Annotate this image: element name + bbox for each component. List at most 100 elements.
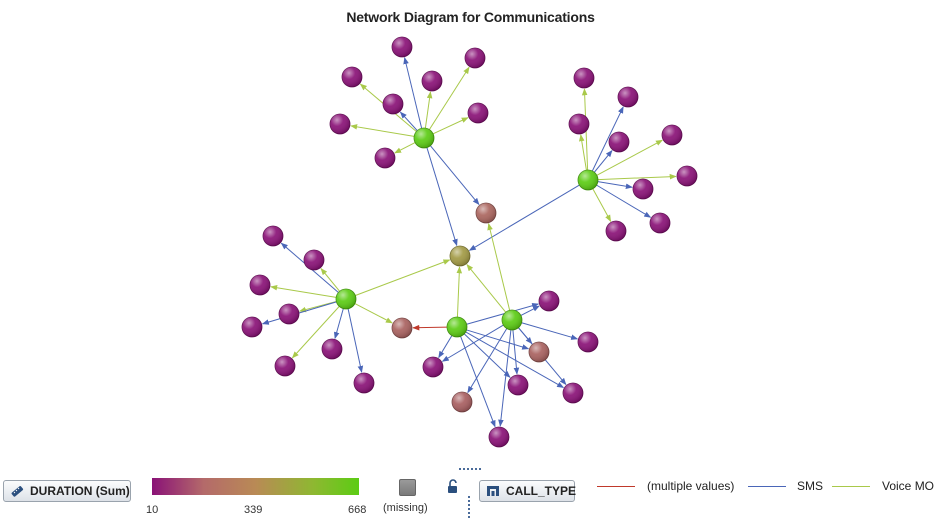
edge-H4-d3[interactable] <box>463 333 511 378</box>
edge-H3-c8[interactable] <box>347 308 364 373</box>
legend-line-multiple <box>597 486 635 487</box>
edge-H5-C[interactable] <box>466 263 507 313</box>
node-b8[interactable] <box>605 220 627 242</box>
node-a1[interactable] <box>391 36 413 58</box>
node-c4[interactable] <box>278 303 300 325</box>
node-H2[interactable] <box>577 169 599 191</box>
node-b7[interactable] <box>632 178 654 200</box>
legend-label-sms: SMS <box>797 479 824 493</box>
edge-H5-d1[interactable] <box>441 324 504 362</box>
edge-H5-d3[interactable] <box>512 329 520 375</box>
node-d1[interactable] <box>422 356 444 378</box>
edge-H1-a3[interactable] <box>424 91 433 129</box>
call-type-button[interactable]: CALL_TYPE <box>479 480 576 502</box>
node-c3[interactable] <box>249 274 271 296</box>
node-H3[interactable] <box>335 288 357 310</box>
edge-H3-c5[interactable] <box>261 301 337 325</box>
edge-H1-M1[interactable] <box>429 145 480 206</box>
duration-sum-button[interactable]: DURATION (Sum) <box>3 480 131 502</box>
node-b4[interactable] <box>608 131 630 153</box>
node-c6[interactable] <box>321 338 343 360</box>
gradient-max-label: 668 <box>348 504 367 516</box>
node-a7[interactable] <box>329 113 351 135</box>
edge-H4-C[interactable] <box>456 266 463 318</box>
edge-H3-c3[interactable] <box>270 285 337 298</box>
edge-H5-d6[interactable] <box>521 322 579 340</box>
edge-H1-a7[interactable] <box>350 124 415 137</box>
legend-splitter-handle-top[interactable] <box>459 468 481 470</box>
edge-H2-b9[interactable] <box>596 184 652 218</box>
node-d5[interactable] <box>538 290 560 312</box>
edge-H2-b3[interactable] <box>578 134 587 171</box>
node-d2[interactable] <box>488 426 510 448</box>
node-H4[interactable] <box>446 316 468 338</box>
node-b5[interactable] <box>661 124 683 146</box>
lock-icon[interactable] <box>447 479 461 495</box>
node-C[interactable] <box>449 245 471 267</box>
edge-H2-b2[interactable] <box>591 106 624 172</box>
edge-H2-b5[interactable] <box>596 139 663 176</box>
node-a4[interactable] <box>464 47 486 69</box>
edge-H4-d1[interactable] <box>438 335 453 359</box>
edge-H1-a8[interactable] <box>394 142 416 154</box>
edge-H1-a6[interactable] <box>432 117 469 135</box>
node-b9[interactable] <box>649 212 671 234</box>
missing-color-swatch <box>399 479 416 496</box>
node-c5[interactable] <box>241 316 263 338</box>
ruler-icon <box>10 484 24 498</box>
edge-H5-M4[interactable] <box>467 328 508 394</box>
edge-H2-b6[interactable] <box>597 173 677 181</box>
edge-H4-M2[interactable] <box>412 324 448 331</box>
node-c8[interactable] <box>353 372 375 394</box>
edge-H3-C[interactable] <box>355 259 451 296</box>
node-M4[interactable] <box>451 391 473 413</box>
edge-H4-d2[interactable] <box>460 336 496 428</box>
edge-H1-a1[interactable] <box>403 57 423 129</box>
edge-H5-d5[interactable] <box>520 305 540 316</box>
node-a6[interactable] <box>467 102 489 124</box>
edge-H2-b7[interactable] <box>597 181 633 189</box>
edge-H4-d5[interactable] <box>466 303 540 325</box>
node-d3[interactable] <box>507 374 529 396</box>
edge-H3-c6[interactable] <box>333 308 344 340</box>
node-M3[interactable] <box>528 341 550 363</box>
diagram-title: Network Diagram for Communications <box>346 9 595 25</box>
node-a3[interactable] <box>421 70 443 92</box>
node-a5[interactable] <box>382 93 404 115</box>
node-c1[interactable] <box>262 225 284 247</box>
node-d4[interactable] <box>562 382 584 404</box>
node-b2[interactable] <box>617 86 639 108</box>
edge-H1-C[interactable] <box>426 147 458 247</box>
node-a8[interactable] <box>374 147 396 169</box>
edge-H2-b8[interactable] <box>592 188 612 222</box>
edge-H1-a5[interactable] <box>399 111 418 131</box>
node-c2[interactable] <box>303 249 325 271</box>
edge-H4-d4[interactable] <box>465 331 565 388</box>
edge-H3-c7[interactable] <box>291 306 340 359</box>
edge-H4-M3[interactable] <box>466 329 530 350</box>
node-b6[interactable] <box>676 165 698 187</box>
node-H5[interactable] <box>501 309 523 331</box>
node-M2[interactable] <box>391 317 413 339</box>
edge-H5-M1[interactable] <box>487 223 511 311</box>
node-M1[interactable] <box>475 202 497 224</box>
edge-H2-b4[interactable] <box>593 149 613 173</box>
node-a2[interactable] <box>341 66 363 88</box>
node-b3[interactable] <box>568 113 590 135</box>
edge-H5-d2[interactable] <box>498 329 512 427</box>
node-d6[interactable] <box>577 331 599 353</box>
edge-H3-c4[interactable] <box>298 301 337 313</box>
node-H1[interactable] <box>413 127 435 149</box>
legend-label-voice-mo: Voice MO <box>882 479 935 493</box>
legend-splitter-handle-bottom[interactable] <box>468 496 470 518</box>
edge-H1-a4[interactable] <box>428 66 470 130</box>
node-c7[interactable] <box>274 355 296 377</box>
missing-label: (missing) <box>383 502 428 514</box>
edge-H3-M2[interactable] <box>354 303 393 324</box>
category-icon <box>486 484 500 498</box>
edge-H3-c2[interactable] <box>320 267 341 292</box>
edge-H2-C[interactable] <box>468 184 580 251</box>
node-b1[interactable] <box>573 67 595 89</box>
network-diagram[interactable] <box>0 0 941 470</box>
gradient-min-label: 10 <box>146 504 159 516</box>
